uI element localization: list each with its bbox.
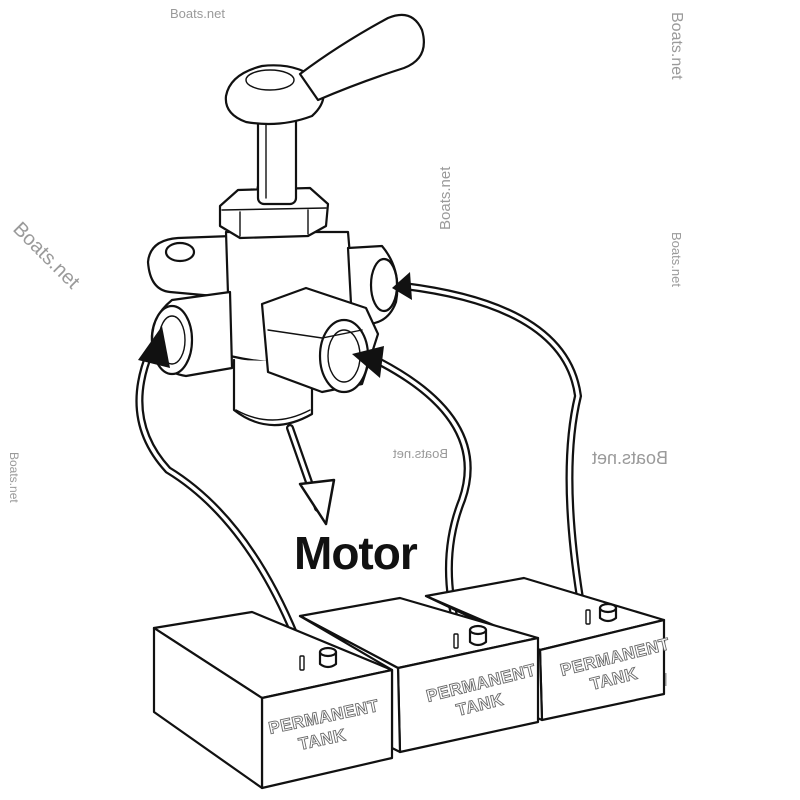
watermark-mid-mirror: Boats.net xyxy=(393,446,448,461)
tank-2-side xyxy=(298,614,402,754)
watermark-left-vertical: Boats.net xyxy=(7,452,21,503)
handle-hub xyxy=(224,64,325,126)
watermark-left-diagonal: Boats.net xyxy=(8,218,84,294)
flow-arrows xyxy=(135,272,584,652)
tank-2-vent xyxy=(453,633,459,649)
motor-label: Motor xyxy=(294,527,418,579)
tank-2: PERMANENT TANK xyxy=(298,596,540,754)
watermark-right-mirror: Boats.net xyxy=(592,448,668,468)
rear-right-port-opening xyxy=(369,257,399,313)
selector-handle xyxy=(298,13,425,102)
tank-3: PERMANENT TANK xyxy=(424,576,672,722)
mounting-flange xyxy=(146,234,238,300)
tank-1-side xyxy=(152,626,264,790)
valve-stem xyxy=(256,110,298,206)
tank-3-vent xyxy=(585,609,591,625)
mounting-hole xyxy=(164,241,196,263)
watermark-top-center: Boats.net xyxy=(170,6,225,21)
tank-1-vent xyxy=(299,655,305,671)
fuel-selector-valve xyxy=(146,13,425,427)
arrow-to-motor xyxy=(286,424,336,526)
watermark-right-vertical: Boats.net xyxy=(669,232,684,287)
watermark-center-vertical: Boats.net xyxy=(437,166,454,230)
arrow-tank1-to-left-port xyxy=(135,326,304,652)
tank-1: PERMANENT TANK xyxy=(152,610,394,790)
arrow-tank2-to-front-port xyxy=(352,346,472,636)
watermark-top-right: Boats.net xyxy=(668,12,685,80)
arrow-tank3-to-rear-port xyxy=(392,272,584,602)
